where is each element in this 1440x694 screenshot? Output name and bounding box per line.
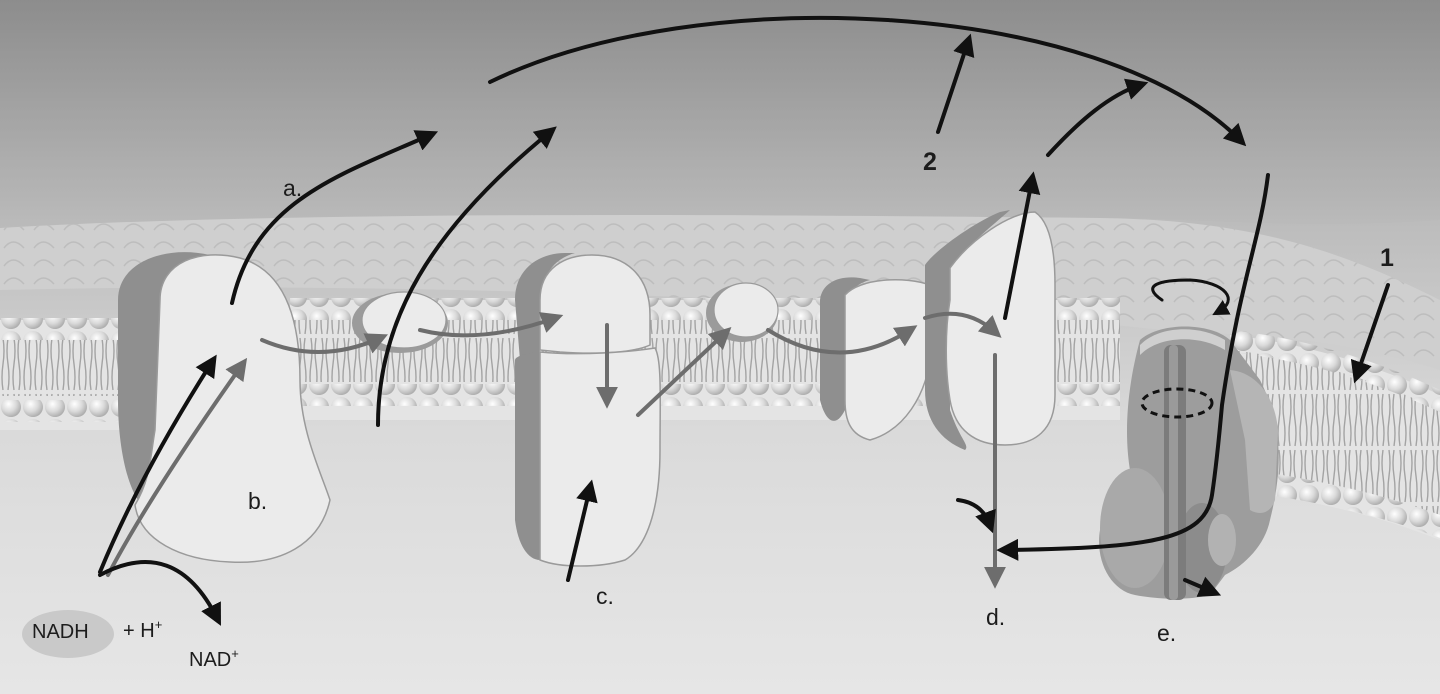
hydrogen-symbol: H bbox=[140, 620, 155, 642]
label-c: c. bbox=[596, 583, 614, 609]
nad-charge: + bbox=[231, 646, 239, 661]
label-number-1: 1 bbox=[1380, 244, 1394, 272]
label-d: d. bbox=[986, 604, 1006, 630]
intermembrane-space bbox=[0, 0, 1440, 228]
label-b: b. bbox=[248, 488, 268, 514]
nadh-blob bbox=[22, 610, 114, 658]
hydrogen-charge: + bbox=[154, 617, 163, 632]
proton-label: + H+ bbox=[123, 618, 162, 642]
electron-flow-arrows bbox=[106, 311, 1006, 589]
label-e: e. bbox=[1157, 620, 1177, 646]
nad-label: NAD+ bbox=[189, 647, 239, 671]
plus-sign: + bbox=[123, 620, 135, 642]
proton-flow-arrows bbox=[98, 15, 1390, 626]
atp-synthase bbox=[1099, 326, 1279, 600]
nad-symbol: NAD bbox=[189, 649, 232, 671]
complex-three bbox=[515, 253, 662, 567]
label-number-2: 2 bbox=[923, 148, 937, 176]
complex-one bbox=[118, 252, 331, 564]
label-a: a. bbox=[283, 175, 303, 201]
nadh-label: NADH bbox=[32, 621, 89, 643]
